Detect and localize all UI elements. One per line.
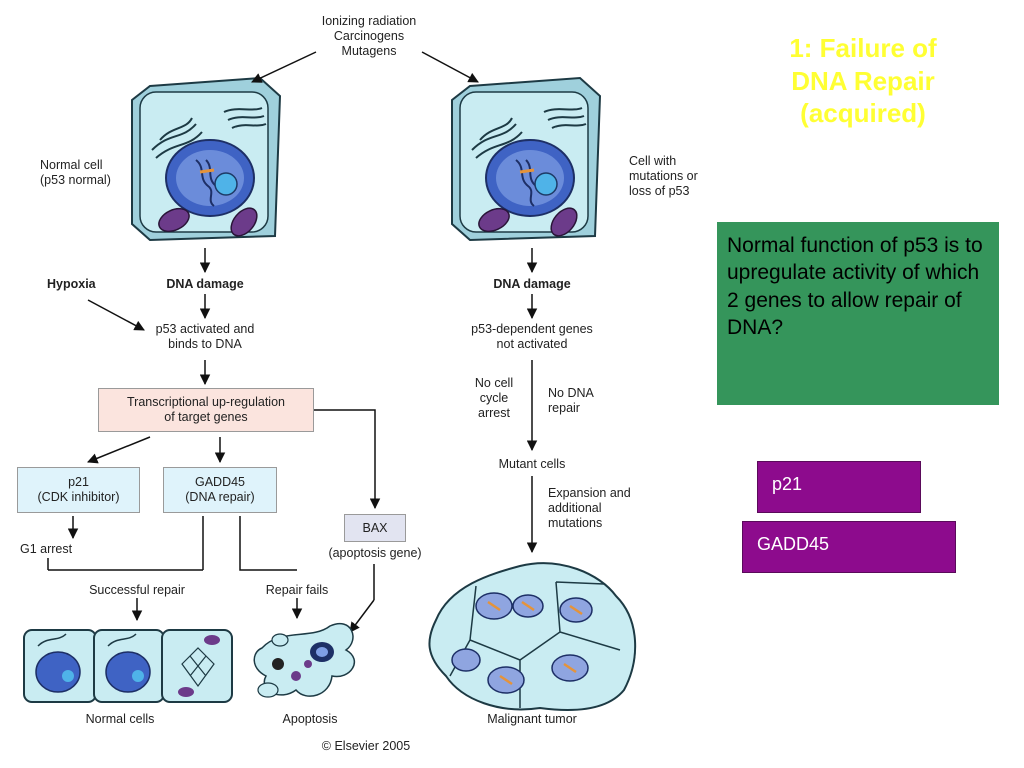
apoptosis-label: Apoptosis (282, 712, 338, 726)
hypoxia-label: Hypoxia (47, 277, 96, 291)
normal-cell-illustration (131, 76, 282, 242)
gadd45-box: GADD45 (DNA repair) (163, 467, 277, 513)
bax-caption: (apoptosis gene) (328, 546, 422, 560)
no-cell-cycle-arrest-label: No cell cycle arrest (474, 376, 514, 420)
question-box: Normal function of p53 is to upregulate … (717, 222, 999, 405)
answer-gadd45: GADD45 (742, 521, 956, 573)
p53-activated-label: p53 activated and binds to DNA (155, 322, 255, 351)
left-dna-damage-label: DNA damage (166, 277, 244, 291)
transcription-box: Transcriptional up-regulation of target … (98, 388, 314, 432)
apoptosis-illustration (253, 623, 355, 698)
bax-box: BAX (344, 514, 406, 542)
damaging-agents-label: Ionizing radiation Carcinogens Mutagens (321, 14, 417, 58)
normal-cell-label: Normal cell (p53 normal) (40, 158, 111, 187)
answer-p21: p21 (757, 461, 921, 513)
malignant-tumor-label: Malignant tumor (487, 712, 577, 726)
right-dna-damage-label: DNA damage (493, 277, 571, 291)
normal-cells-illustration (23, 629, 233, 703)
repair-fails-label: Repair fails (265, 583, 329, 597)
normal-cells-label: Normal cells (85, 712, 155, 726)
slide-title: 1: Failure of DNA Repair (acquired) (789, 33, 937, 128)
copyright-label: © Elsevier 2005 (321, 739, 411, 753)
mutant-cells-label: Mutant cells (498, 457, 566, 471)
malignant-tumor-illustration (428, 562, 637, 712)
mutated-cell-illustration (451, 76, 602, 242)
genes-not-activated-label: p53-dependent genes not activated (471, 322, 593, 351)
successful-repair-label: Successful repair (89, 583, 185, 597)
mutated-cell-label: Cell with mutations or loss of p53 (629, 154, 698, 198)
p21-box: p21 (CDK inhibitor) (17, 467, 140, 513)
expansion-label: Expansion and additional mutations (548, 486, 631, 530)
no-dna-repair-label: No DNA repair (548, 386, 594, 415)
g1-arrest-label: G1 arrest (20, 542, 73, 556)
